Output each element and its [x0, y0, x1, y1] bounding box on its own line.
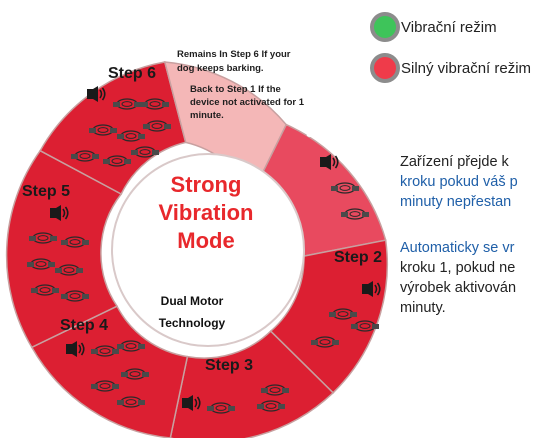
center-subtitle-line-1: Dual Motor: [161, 294, 224, 308]
side-description-2-line-3: výrobek aktivován: [400, 280, 517, 296]
note-line-5: minute.: [190, 110, 224, 121]
step-cycle-diagram: step 1 Step 2 Step 3 Step 4 Step 5 Step …: [5, 49, 389, 438]
center-circle: [111, 153, 305, 347]
step-5-label: Step 5: [22, 183, 70, 200]
note-line-3: Back to Step 1 If the: [190, 84, 281, 95]
center-title-line-1: Strong: [171, 172, 242, 197]
legend-label-strong-vibration: Silný vibrační režim: [401, 59, 532, 77]
side-description-2-line-4: minuty.: [400, 300, 446, 316]
side-description-1-line-1: Zařízení přejde k: [400, 154, 509, 170]
legend-swatch-red: [370, 53, 400, 83]
side-description-2-line-2: kroku 1, pokud ne: [400, 260, 516, 276]
legend-swatch-green: [370, 12, 400, 42]
step-4-label: Step 4: [60, 317, 108, 334]
step-1-label: step 1: [306, 124, 352, 141]
note-line-1: Remains In Step 6 If your: [177, 49, 291, 60]
note-line-2: dog keeps barking.: [177, 63, 264, 74]
legend-item-vibration: Vibrační režim: [370, 12, 497, 42]
side-description-1: Zařízení přejde k kroku pokud váš p minu…: [400, 152, 559, 212]
center-subtitle-line-2: Technology: [159, 316, 226, 330]
note-line-4: device not activated for 1: [190, 97, 305, 108]
side-description-1-line-3: minuty nepřestan: [400, 194, 512, 210]
side-description-2: Automaticky se vr kroku 1, pokud ne výro…: [400, 238, 559, 318]
segment-step-3: [169, 330, 335, 438]
step-2-label: Step 2: [334, 249, 382, 266]
legend-item-strong-vibration: Silný vibrační režim: [370, 53, 531, 83]
side-description-2-line-1: Automaticky se vr: [400, 240, 515, 256]
legend-label-vibration: Vibrační režim: [401, 18, 497, 36]
step-3-label: Step 3: [205, 357, 253, 374]
step-6-label: Step 6: [108, 65, 156, 82]
center-title-line-2: Vibration: [159, 200, 254, 225]
center-title-line-3: Mode: [177, 228, 234, 253]
segment-note: [163, 61, 288, 198]
side-description-1-line-2: kroku pokud váš p: [400, 174, 518, 190]
